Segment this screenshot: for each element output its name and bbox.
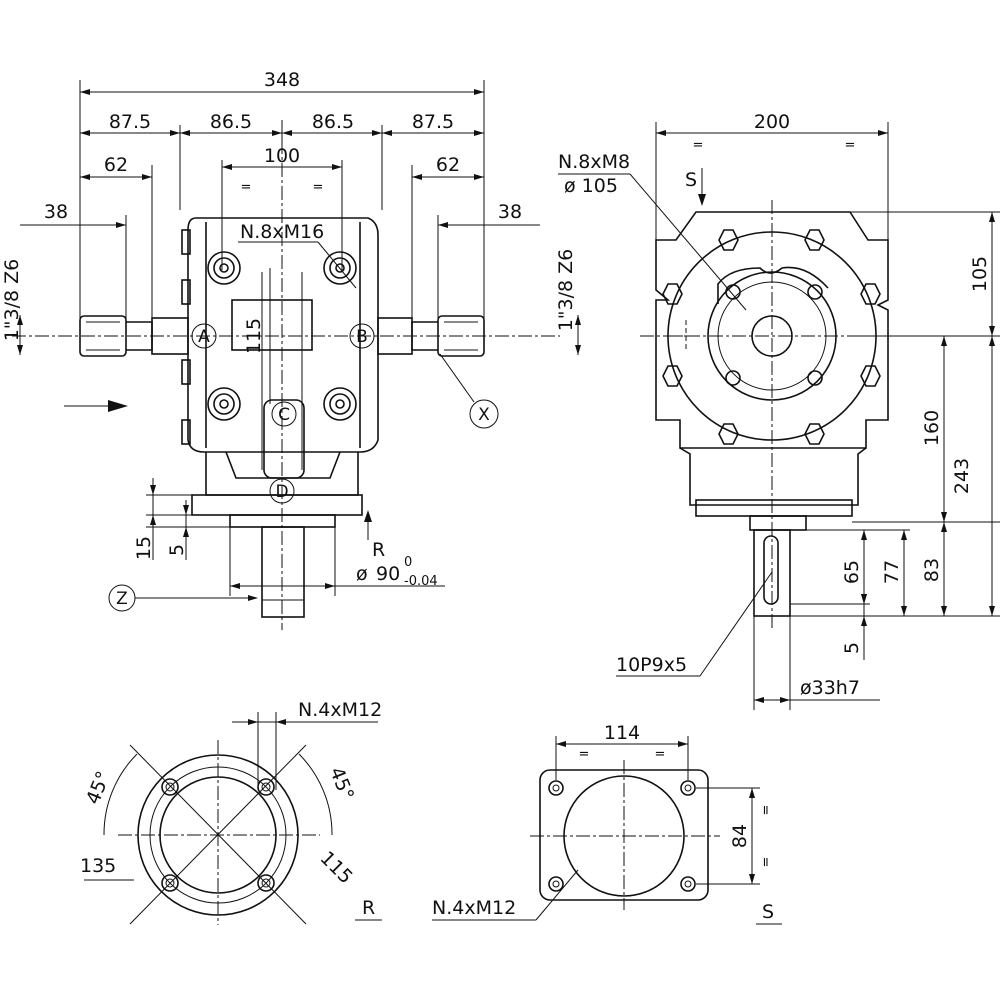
dim-pilot-dia: 90 — [376, 563, 400, 585]
front-view: 348 87.5 86.5 86.5 87.5 62 62 100 = = 38 — [1, 69, 581, 630]
dim-top-span: 100 — [264, 145, 300, 167]
dim-shaft-83: 83 — [921, 558, 943, 582]
marker-z: Z — [116, 589, 128, 609]
marker-x: X — [478, 405, 490, 425]
dim-shaft-5: 5 — [841, 642, 863, 654]
equal-mark: = — [313, 180, 324, 195]
marker-c: C — [278, 405, 290, 425]
callout-side-bolt-circle: ø 105 — [564, 175, 618, 197]
front-dimensions-top: 348 87.5 86.5 86.5 87.5 62 62 100 = = 38 — [20, 69, 540, 320]
shaft-spec-left: 1"3/8 Z6 — [1, 259, 23, 342]
view-label-r: R — [362, 897, 375, 919]
dim-side-right: 87.5 — [412, 111, 454, 133]
flange-s-view: 114 = = 84 = = N.4xM12 S — [432, 722, 782, 925]
shaft-spec-right: 1"3/8 Z6 — [555, 249, 577, 332]
marker-b: B — [356, 327, 368, 347]
equal-mark: = — [241, 180, 252, 195]
dim-side-mid: 160 — [921, 410, 943, 446]
equal-mark: = — [759, 805, 774, 816]
dim-square-114: 114 — [604, 722, 640, 744]
dim-key-right: 38 — [498, 201, 522, 223]
dim-flange-angle-left: 45° — [82, 768, 115, 807]
callout-side-holes: N.8xM8 — [558, 151, 630, 173]
dim-side-total: 243 — [951, 458, 973, 494]
flange-r-view: 45° 45° 135 115 N.4xM12 R — [80, 699, 382, 925]
dim-pilot-tol-upper: 0 — [404, 555, 412, 570]
dim-center-left: 86.5 — [210, 111, 252, 133]
dim-flange-thk: 15 — [133, 536, 155, 560]
dim-shaft-77: 77 — [881, 560, 903, 584]
marker-a: A — [198, 327, 210, 347]
callout-key-spec: 10P9x5 — [616, 654, 687, 676]
dim-center-right: 86.5 — [312, 111, 354, 133]
input-arrow-icon — [108, 400, 128, 412]
dia-symbol-pilot: ø — [356, 563, 368, 585]
dim-shaft-65: 65 — [841, 560, 863, 584]
dim-flange-135: 135 — [80, 855, 116, 877]
view-label-s: S — [762, 901, 774, 923]
dim-shaft-dia: ø33h7 — [800, 677, 860, 699]
side-hex-bolts — [662, 229, 881, 445]
dim-overall-width: 348 — [264, 69, 300, 91]
marker-d: D — [275, 482, 288, 502]
dim-flange-angle-right: 45° — [325, 764, 358, 803]
dim-step: 5 — [166, 544, 188, 556]
side-m8-holes — [725, 284, 823, 386]
equal-mark: = — [759, 857, 774, 868]
view-arrow-r: R — [372, 539, 385, 561]
dim-key-left: 38 — [44, 201, 68, 223]
dim-side-top: 105 — [969, 256, 991, 292]
equal-mark: = — [655, 747, 666, 762]
front-bolts — [207, 251, 357, 421]
equal-mark: = — [693, 138, 704, 153]
dim-pilot-tol-lower: -0.04 — [404, 574, 438, 589]
equal-mark: = — [579, 747, 590, 762]
dim-flange-115: 115 — [316, 847, 357, 888]
side-view: 200 = = S N.8xM8 ø 105 — [558, 111, 1000, 710]
dim-side-left: 87.5 — [109, 111, 151, 133]
view-arrow-s: S — [685, 169, 697, 191]
dim-shaft-left: 62 — [104, 154, 128, 176]
dim-side-width: 200 — [754, 111, 790, 133]
equal-mark: = — [845, 138, 856, 153]
callout-flange-r-holes: N.4xM12 — [298, 699, 382, 721]
callout-flange-s-holes: N.4xM12 — [432, 897, 516, 919]
dim-shaft-right: 62 — [436, 154, 460, 176]
dim-square-84: 84 — [729, 824, 751, 848]
